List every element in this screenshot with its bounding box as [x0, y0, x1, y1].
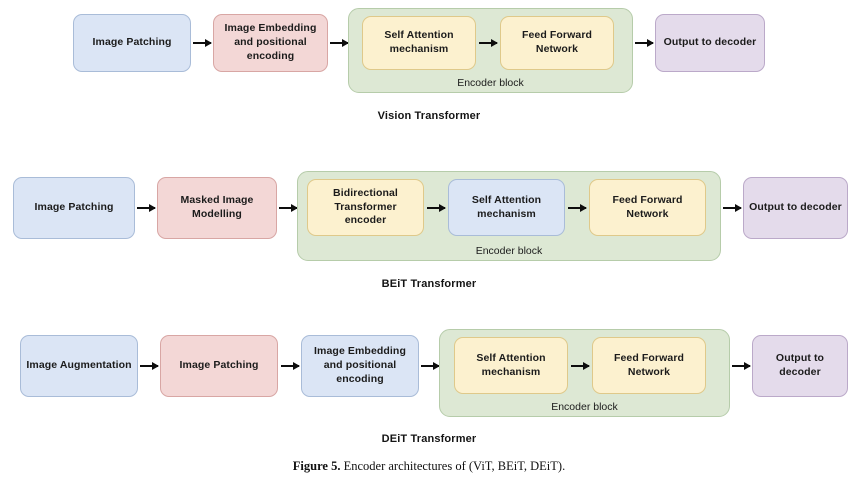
vit-arrow-4: [635, 42, 653, 44]
deit-node-self-attention[interactable]: Self Attention mechanism: [454, 337, 568, 394]
beit-node-image-patching[interactable]: Image Patching: [13, 177, 135, 239]
beit-arrow-1: [137, 207, 155, 209]
beit-node-output-decoder[interactable]: Output to decoder: [743, 177, 848, 239]
beit-node-self-attention[interactable]: Self Attention mechanism: [448, 179, 565, 236]
beit-node-feed-forward[interactable]: Feed Forward Network: [589, 179, 706, 236]
deit-node-output-decoder-label: Output to decoder: [775, 352, 825, 378]
deit-arrow-2: [281, 365, 299, 367]
beit-node-bidirectional-encoder[interactable]: Bidirectional Transformer encoder: [307, 179, 424, 236]
vit-node-image-embedding-label: Image Embedding and positional encoding: [224, 22, 317, 62]
deit-node-output-decoder[interactable]: Output to decoder: [752, 335, 848, 397]
vit-node-image-embedding[interactable]: Image Embedding and positional encoding: [213, 14, 328, 72]
beit-node-output-decoder-label: Output to decoder: [749, 201, 842, 214]
deit-node-feed-forward[interactable]: Feed Forward Network: [592, 337, 706, 394]
deit-arrow-4: [571, 365, 589, 367]
deit-row-caption: DEiT Transformer: [381, 433, 477, 445]
diagram-row-deit: Image Augmentation Image Patching Image …: [0, 320, 858, 455]
beit-arrow-4: [568, 207, 586, 209]
deit-node-image-patching-label: Image Patching: [179, 359, 259, 372]
deit-node-image-patching[interactable]: Image Patching: [160, 335, 278, 397]
beit-row-caption: BEiT Transformer: [381, 278, 477, 290]
beit-node-masked-image-modelling-label: Masked Image Modelling: [180, 194, 254, 220]
deit-node-self-attention-label: Self Attention mechanism: [476, 351, 546, 378]
beit-node-bidirectional-encoder-label: Bidirectional Transformer encoder: [333, 186, 398, 227]
vit-node-feed-forward[interactable]: Feed Forward Network: [500, 16, 614, 70]
deit-node-image-augmentation[interactable]: Image Augmentation: [20, 335, 138, 397]
vit-node-output-decoder-label: Output to decoder: [663, 36, 757, 49]
vit-node-feed-forward-label: Feed Forward Network: [521, 29, 593, 55]
beit-arrow-5: [723, 207, 741, 209]
vit-node-self-attention[interactable]: Self Attention mechanism: [362, 16, 476, 70]
deit-arrow-5: [732, 365, 750, 367]
vit-node-image-patching-label: Image Patching: [92, 36, 172, 49]
beit-node-feed-forward-label: Feed Forward Network: [612, 193, 683, 220]
deit-node-image-embedding-label: Image Embedding and positional encoding: [314, 345, 406, 385]
vit-arrow-2: [330, 42, 348, 44]
deit-encoder-block-label: Encoder block: [551, 401, 618, 413]
vit-node-image-patching[interactable]: Image Patching: [73, 14, 191, 72]
deit-arrow-3: [421, 365, 439, 367]
beit-node-self-attention-label: Self Attention mechanism: [471, 193, 542, 220]
diagram-row-vit: Image Patching Image Embedding and posit…: [0, 0, 858, 130]
diagram-row-beit: Image Patching Masked Image Modelling En…: [0, 160, 858, 300]
vit-encoder-block-label: Encoder block: [457, 77, 524, 89]
beit-node-masked-image-modelling[interactable]: Masked Image Modelling: [157, 177, 277, 239]
deit-arrow-1: [140, 365, 158, 367]
beit-node-image-patching-label: Image Patching: [34, 201, 114, 214]
beit-arrow-2: [279, 207, 297, 209]
vit-arrow-1: [193, 42, 211, 44]
figure-number: Figure 5.: [292, 459, 341, 473]
deit-node-image-augmentation-label: Image Augmentation: [26, 359, 132, 372]
beit-arrow-3: [427, 207, 445, 209]
figure-caption-text: Encoder architectures of (ViT, BEiT, DEi…: [343, 459, 566, 473]
deit-node-feed-forward-label: Feed Forward Network: [613, 351, 685, 378]
vit-node-output-decoder[interactable]: Output to decoder: [655, 14, 765, 72]
figure-caption: Figure 5. Encoder architectures of (ViT,…: [0, 459, 858, 474]
vit-arrow-3: [479, 42, 497, 44]
vit-row-caption: Vision Transformer: [377, 110, 481, 122]
deit-node-image-embedding[interactable]: Image Embedding and positional encoding: [301, 335, 419, 397]
vit-node-self-attention-label: Self Attention mechanism: [384, 29, 454, 55]
beit-encoder-block-label: Encoder block: [475, 245, 543, 257]
